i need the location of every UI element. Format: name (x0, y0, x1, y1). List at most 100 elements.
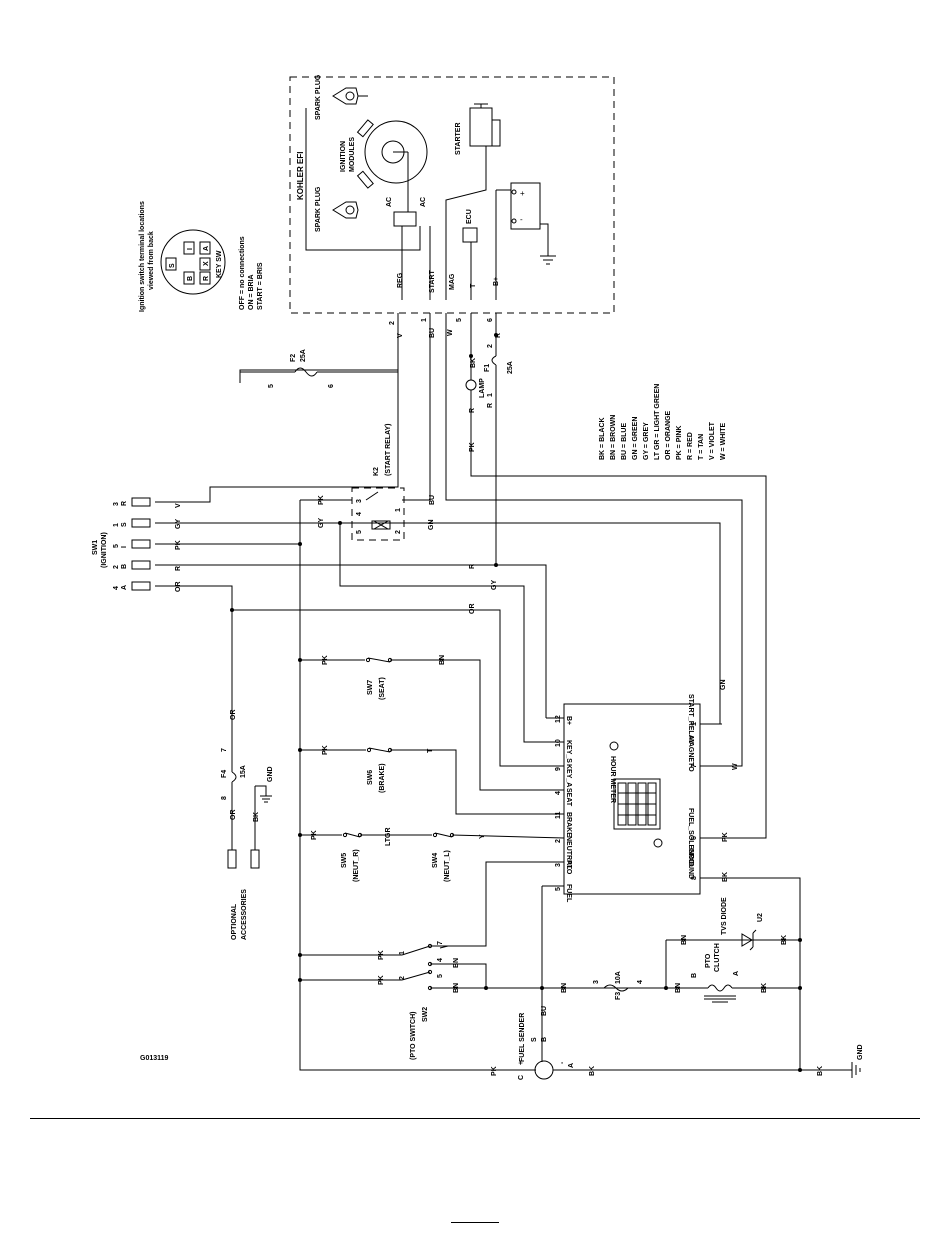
wire-pk-lamp: PK (469, 442, 476, 452)
wire-w-num: 5 (456, 318, 463, 322)
wire-bu-num: 1 (421, 318, 428, 322)
keysw-legend-1: OFF = no connections (239, 236, 246, 310)
wire-bn-clutch: BN (675, 983, 682, 993)
keysw-pos-x: X (203, 261, 210, 266)
kohler-efi-box (289, 76, 615, 314)
wire-gn-2: GN (720, 680, 727, 691)
hm-left-pin-label: BRAKE (565, 812, 572, 837)
sw1-pin-wire: V (175, 503, 182, 508)
pto-switch-icon (401, 943, 449, 991)
acc-label-2: ACCESSORIES (241, 889, 248, 940)
sw1-connector (131, 497, 151, 507)
wire-bu-fuel: BU (541, 1006, 548, 1016)
keysw-title-2: viewed from back (148, 231, 155, 290)
wire-r-num: 6 (487, 318, 494, 322)
sw1-pin-wire: OR (175, 582, 182, 593)
keysw-legend-3: START = BRIS (257, 262, 264, 310)
sw1-pin-wire: PK (175, 540, 182, 550)
fuel-sender-b: B (541, 1037, 548, 1042)
wire-pk-k2: PK (318, 495, 325, 505)
sw1-pin-num: 4 (113, 586, 120, 590)
wire-pk-sw7: PK (322, 655, 329, 665)
sw1-pin-wire: GY (175, 519, 182, 529)
kohler-efi-label: KOHLER EFI (296, 152, 305, 200)
lamp-label: LAMP (479, 378, 486, 398)
wire-pk-fuelsol: PK (722, 832, 729, 842)
wire-bn-sw2-b: BN (453, 983, 460, 993)
wire-bk-gnd: BK (817, 1066, 824, 1076)
f1-name: F1 (484, 364, 491, 372)
color-legend-entry: W = WHITE (720, 423, 727, 460)
sw1-pin-num: 5 (113, 544, 120, 548)
color-legend-entry: GN = GREEN (632, 417, 639, 460)
wire-bk-ground: BK (722, 872, 729, 882)
wire-gy-k2: GY (318, 518, 325, 528)
hm-left-pin-label: KEY_S (565, 740, 572, 763)
keysw-pos-s: S (169, 263, 176, 268)
term-start: START (429, 269, 436, 293)
color-legend-entry: OR = ORANGE (665, 410, 672, 460)
k2-pin-3: 3 (356, 499, 363, 503)
f2-n2: 6 (328, 384, 335, 388)
fuel-sender-icon (534, 1060, 554, 1080)
sw1-pin-letter: R (121, 501, 128, 506)
keysw-pos-i: I (187, 248, 194, 250)
wire-bk-sender: BK (589, 1066, 596, 1076)
color-legend-entry: PK = PINK (676, 426, 683, 460)
fuse-f2-symbol (294, 367, 318, 377)
k2-coil-icon (371, 520, 391, 530)
battery-icon: + - (510, 182, 541, 230)
starter-label: STARTER (455, 122, 462, 155)
color-legend-entry: BN = BROWN (610, 415, 617, 460)
sw6-desc: (BRAKE) (379, 763, 386, 793)
wire-pk-sw5: PK (311, 830, 318, 840)
sw1-pin-letter: A (121, 585, 128, 590)
wire-t-sw6: T (427, 748, 434, 753)
sw5-desc: (NEUT_R) (353, 849, 360, 882)
wire-bu-label-2: BU (429, 495, 436, 505)
hm-left-pin-num: 4 (555, 791, 562, 795)
wire-bk-label: BK (470, 358, 477, 368)
sw1-pin-num: 1 (113, 523, 120, 527)
wire-or-acc: OR (230, 710, 237, 721)
k2-name: K2 (373, 467, 380, 476)
key-switch-face (160, 229, 226, 295)
wire-r-2: R (469, 564, 476, 569)
term-t: T (470, 283, 477, 288)
wire-r-lamp: R (469, 408, 476, 413)
hm-right-pin-label: START_RELAY (687, 694, 694, 744)
hm-left-pin-label: KEY_A (565, 764, 572, 787)
sw1-connector (131, 518, 151, 528)
flywheel-icon (364, 120, 428, 184)
color-legend-entry: R = RED (687, 432, 694, 460)
sw1-pin-letter: B (121, 564, 128, 569)
sw1-connector (131, 539, 151, 549)
hm-left-pin-num: 10 (555, 739, 562, 747)
sw1-name: SW1 (92, 540, 99, 555)
wire-w-label-2: W (732, 763, 739, 770)
sw5-name: SW5 (341, 853, 348, 868)
wire-pk-sw2-b: PK (378, 975, 385, 985)
ecu-label: ECU (466, 209, 473, 224)
spark-plug-bottom-icon (332, 170, 374, 219)
lamp-icon (465, 379, 477, 391)
term-reg: REG (397, 272, 404, 288)
keysw-pos-b: B (187, 276, 194, 281)
wire-bn-f3: BN (561, 983, 568, 993)
wire-bk-diode: BK (781, 935, 788, 945)
wire-pk-sw2-a: PK (378, 950, 385, 960)
wire-v-num: 2 (389, 321, 396, 325)
hm-left-pin-num: 3 (555, 863, 562, 867)
diode-name: U2 (757, 913, 764, 922)
ignition-label-1: IGNITION (340, 141, 347, 172)
spark-plug-top-label: SPARK PLUG (315, 74, 322, 120)
hm-right-pin-label: FUEL_SOLENOID (687, 808, 694, 867)
f3-name: F3 (615, 992, 622, 1000)
f3-n2: 4 (637, 980, 644, 984)
hm-left-pin-num: 2 (555, 839, 562, 843)
sw1-pin-num: 3 (113, 502, 120, 506)
ecu-box (462, 227, 478, 243)
